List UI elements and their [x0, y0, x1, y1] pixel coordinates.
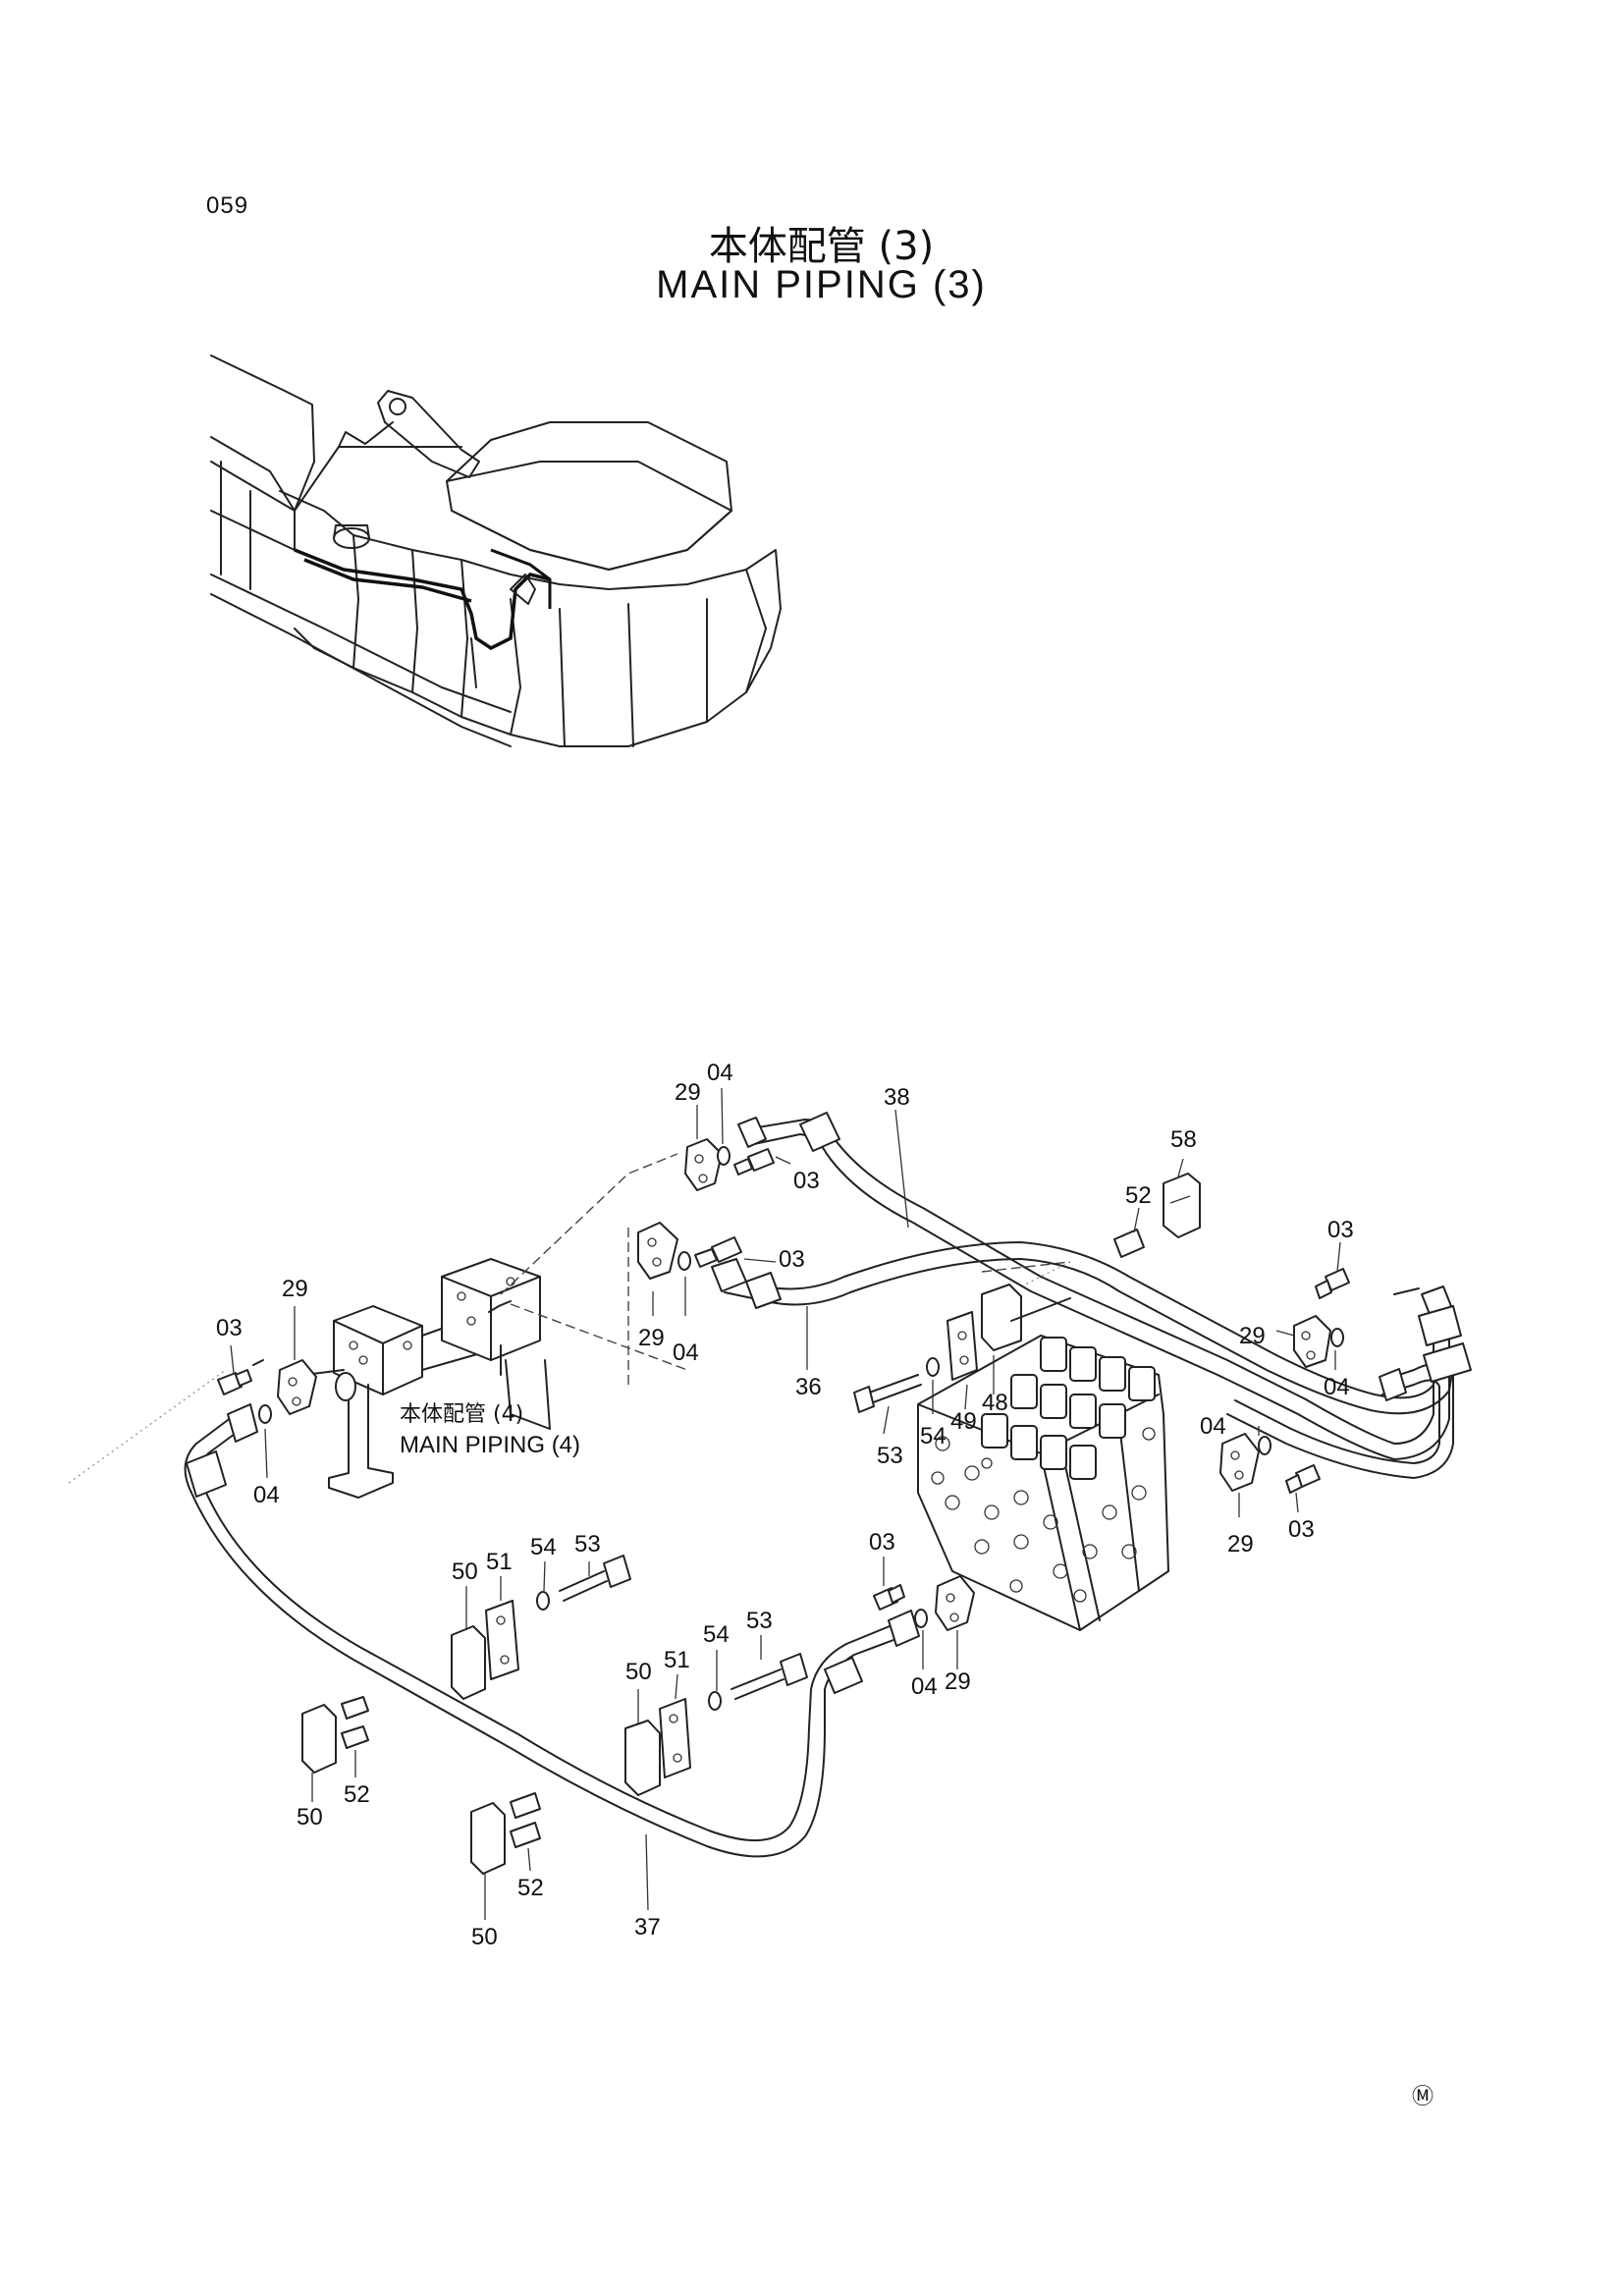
callout-51: 51 [486, 1549, 513, 1575]
callout-03: 03 [793, 1168, 820, 1194]
flange-29-right-upper [1293, 1315, 1331, 1368]
pipe-37 [184, 1403, 920, 1858]
callout-50: 50 [471, 1924, 498, 1950]
lower-flange-group [873, 1575, 975, 1631]
callout-48: 48 [982, 1390, 1008, 1416]
callout-29: 29 [1227, 1531, 1254, 1558]
page-title-japanese: 本体配管 (3) [708, 224, 935, 269]
callout-04: 04 [673, 1339, 699, 1366]
callout-38: 38 [884, 1084, 910, 1111]
sleeve-52-b1 [510, 1792, 541, 1819]
left-flange-group [217, 1359, 317, 1424]
callout-29: 29 [282, 1276, 308, 1302]
callout-51: 51 [664, 1647, 690, 1673]
callout-58: 58 [1170, 1126, 1197, 1153]
page-number: 059 [206, 192, 249, 219]
control-valve-block [917, 1335, 1169, 1631]
flange-29-middle [637, 1222, 678, 1280]
callout-50: 50 [452, 1558, 478, 1585]
o-ring-04-upper [717, 1146, 730, 1166]
reference-label-english: MAIN PIPING (4) [400, 1432, 580, 1458]
upper-flange-group [637, 1138, 775, 1280]
page-mark: Ⓜ [1412, 2085, 1434, 2109]
plate-49 [947, 1311, 978, 1381]
washer-54-a [536, 1591, 550, 1611]
callout-29: 29 [1239, 1323, 1266, 1349]
clamp-50-b [301, 1704, 337, 1774]
washer-54-b [708, 1691, 722, 1711]
alignment-dashed-line [500, 1153, 678, 1295]
machine-overview-illustration [210, 355, 782, 747]
callout-50: 50 [297, 1804, 323, 1831]
pipe-38 [737, 1112, 1462, 1460]
upper-clamp-group [853, 1284, 1071, 1413]
callout-52: 52 [517, 1875, 544, 1901]
clamp-48 [981, 1284, 1022, 1351]
o-ring-04-left [258, 1404, 272, 1424]
bolt-53-b [780, 1653, 808, 1686]
sleeve-52-a1 [341, 1696, 369, 1720]
o-ring-04-middle [677, 1251, 691, 1271]
clamp-50-d [470, 1802, 506, 1875]
callout-04: 04 [707, 1060, 733, 1086]
callout-53: 53 [877, 1443, 903, 1469]
callout-03: 03 [779, 1246, 805, 1273]
bolt-53-a [603, 1555, 631, 1588]
flange-29-left [277, 1359, 317, 1415]
lower-clamp-set-left [301, 1555, 631, 1774]
callout-04: 04 [253, 1482, 280, 1508]
callout-53: 53 [746, 1608, 773, 1634]
callout-29: 29 [945, 1668, 971, 1695]
reference-label-japanese: 本体配管 (4) [400, 1402, 523, 1427]
flange-29-upper [684, 1138, 723, 1191]
callout-54: 54 [920, 1423, 947, 1449]
callout-29: 29 [675, 1079, 701, 1106]
sleeve-52-b2 [510, 1822, 541, 1848]
callout-04: 04 [1324, 1374, 1350, 1400]
right-flange-group [1219, 1268, 1350, 1494]
callout-54: 54 [530, 1534, 557, 1560]
sleeve-52-a2 [341, 1725, 369, 1749]
page-title-english: MAIN PIPING (3) [656, 263, 987, 306]
callout-leaders [230, 1087, 1341, 1920]
callout-04: 04 [911, 1673, 938, 1700]
main-piping-4-block-assembly [303, 1258, 551, 1499]
lower-clamp-set-right [470, 1653, 808, 1875]
upper-right-clamp-group [1113, 1173, 1201, 1258]
callout-29: 29 [638, 1325, 665, 1351]
pipe-36 [711, 1241, 1456, 1415]
callout-53: 53 [574, 1531, 601, 1558]
plate-51-b [659, 1698, 691, 1778]
plate-51-a [485, 1600, 519, 1680]
washer-54-upper [926, 1357, 940, 1377]
clamp-50-c [624, 1720, 661, 1796]
callout-03: 03 [1327, 1217, 1354, 1243]
callout-03: 03 [216, 1315, 243, 1341]
callout-03: 03 [869, 1529, 895, 1556]
callout-37: 37 [634, 1914, 661, 1941]
clamp-58 [1163, 1173, 1201, 1238]
alignment-dashed-line [510, 1303, 688, 1371]
callout-36: 36 [795, 1374, 822, 1400]
callout-04: 04 [1200, 1413, 1226, 1440]
callout-52: 52 [1125, 1182, 1152, 1209]
callout-03: 03 [1288, 1516, 1315, 1543]
callout-50: 50 [625, 1659, 652, 1685]
callout-49: 49 [950, 1408, 977, 1435]
callout-54: 54 [703, 1621, 730, 1648]
right-pipes [1226, 1342, 1472, 1479]
flange-29-lower [935, 1575, 975, 1631]
flange-29-right-lower [1219, 1433, 1260, 1492]
callout-52: 52 [344, 1781, 370, 1808]
bolt-53-upper [853, 1386, 875, 1413]
clamp-50-a [451, 1625, 486, 1700]
callout-labels: 29 04 38 03 03 29 04 36 52 58 03 29 04 2… [216, 1060, 1354, 1950]
sleeve-52-upper [1113, 1229, 1145, 1258]
